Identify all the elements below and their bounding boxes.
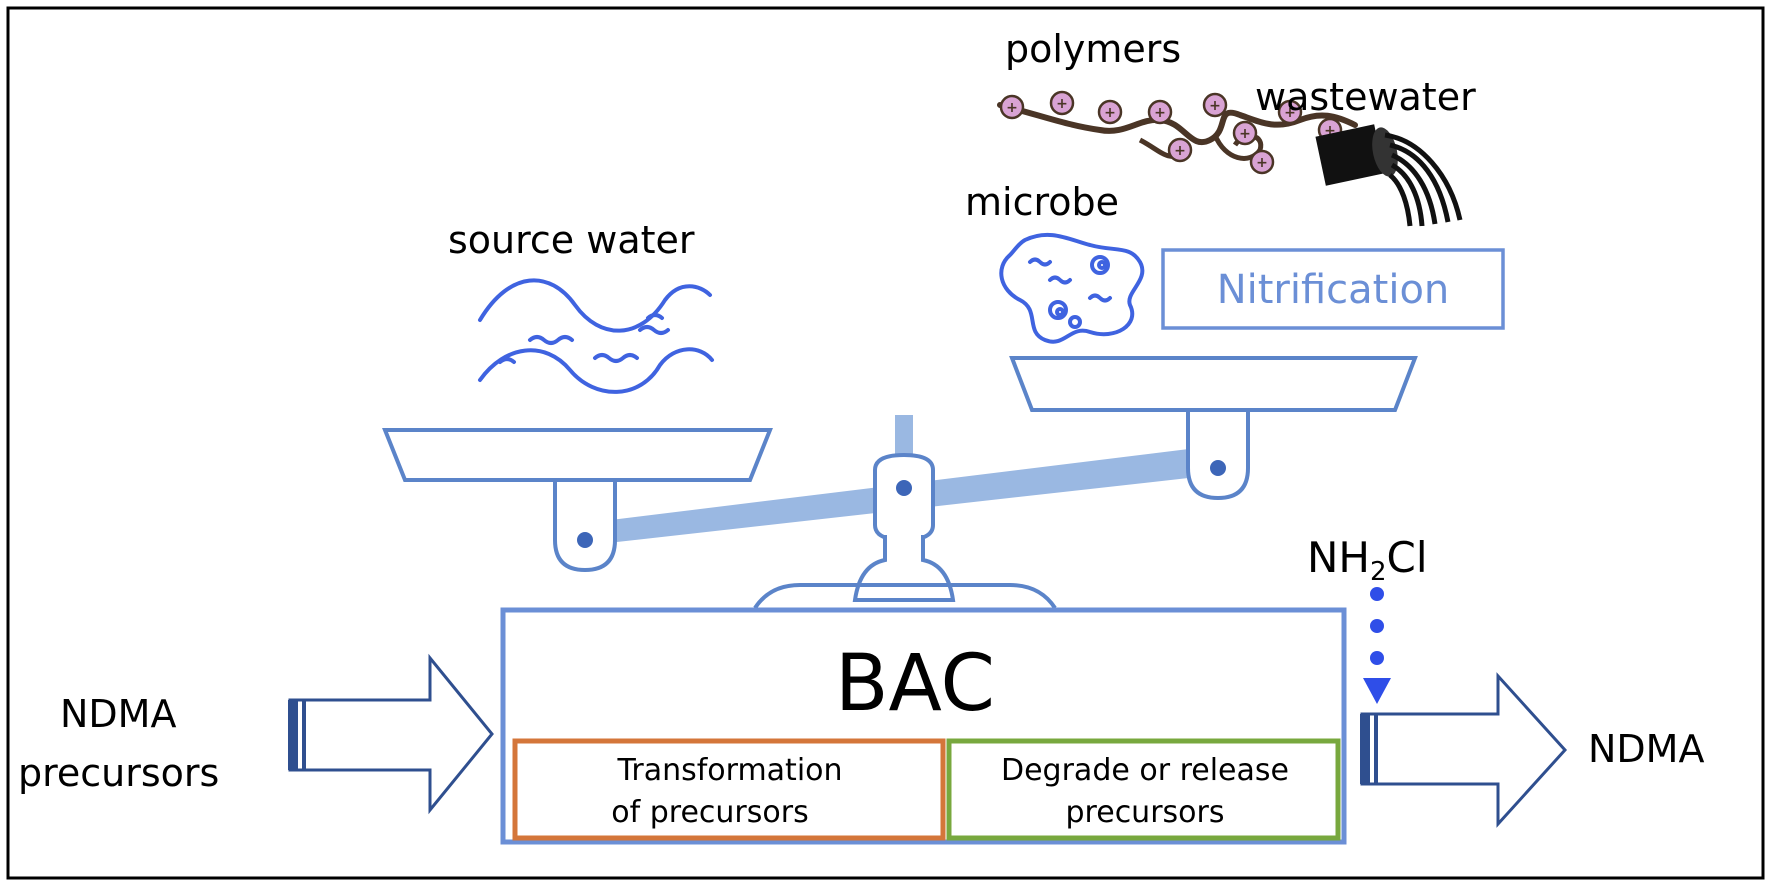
left-pivot-dot: [577, 532, 593, 548]
nitrification-label: Nitrification: [1217, 267, 1450, 313]
transformation-label-line1: Transformation: [616, 753, 842, 788]
transformation-box: [512, 738, 946, 841]
left-hanger: [553, 478, 617, 573]
bac-label: BAC: [835, 639, 995, 729]
svg-text:+: +: [1324, 123, 1336, 139]
reagent-dotted-arrow: [1363, 587, 1391, 704]
svg-text:+: +: [1154, 105, 1166, 121]
svg-text:+: +: [1256, 155, 1268, 171]
reagent-tail: Cl: [1387, 533, 1428, 582]
input-arrow: [288, 653, 494, 815]
svg-text:+: +: [1284, 105, 1296, 121]
reagent-label: NH2Cl: [1307, 533, 1428, 587]
microbe-label: microbe: [965, 180, 1119, 224]
nitrification-box: [1161, 248, 1505, 330]
right-pivot-dot: [1210, 460, 1226, 476]
scale-base: [753, 583, 1057, 610]
output-label: NDMA: [1588, 727, 1704, 771]
wastewater-label: wastewater: [1255, 75, 1476, 119]
degrade-label-line2: precursors: [1066, 795, 1225, 830]
right-hanger: [1186, 408, 1250, 501]
svg-text:+: +: [1174, 143, 1186, 159]
reagent-subscript: 2: [1370, 557, 1387, 587]
balance-scale: [382, 356, 1418, 610]
svg-text:+: +: [1239, 126, 1251, 142]
degrade-box: [946, 738, 1341, 841]
svg-text:+: +: [1056, 96, 1068, 112]
right-pan: [1009, 356, 1418, 412]
central-hub: [873, 452, 935, 543]
svg-text:+: +: [1104, 105, 1116, 121]
input-label-line2: precursors: [18, 751, 219, 795]
output-arrow: [1360, 672, 1568, 828]
central-pivot-dot: [896, 480, 912, 496]
source-water-label: source water: [448, 218, 695, 262]
svg-text:+: +: [1006, 100, 1018, 116]
reagent-main: NH: [1307, 533, 1370, 582]
degrade-label-line1: Degrade or release: [1001, 753, 1289, 788]
source-water-icon: [478, 278, 714, 394]
transformation-label-line2: of precursors: [611, 795, 808, 830]
polymers-label: polymers: [1005, 27, 1181, 71]
svg-text:+: +: [1209, 98, 1221, 114]
polymer-chain-icon: + + + + + + + + + +: [997, 90, 1358, 175]
wastewater-pipe-icon: [1315, 124, 1463, 227]
microbe-icon: [999, 232, 1145, 344]
input-label-line1: NDMA: [60, 692, 176, 736]
left-pan: [382, 428, 773, 482]
